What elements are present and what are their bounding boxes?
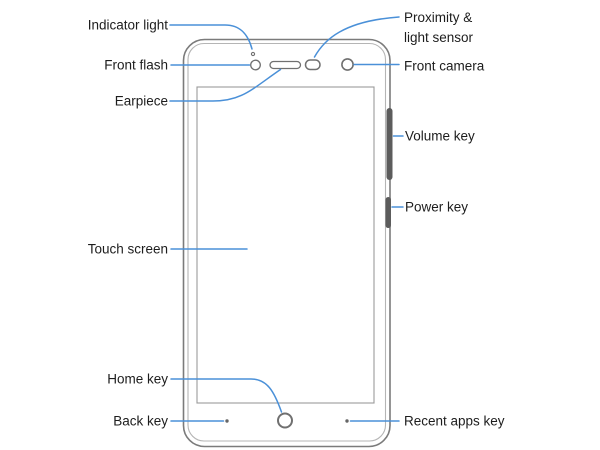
label-front-flash: Front flash <box>104 57 168 73</box>
home-key-icon <box>277 412 293 429</box>
label-recent-apps-key: Recent apps key <box>404 412 505 428</box>
volume-key-shape <box>386 108 393 180</box>
proximity-light-sensor-icon <box>304 59 321 71</box>
label-home-key: Home key <box>107 371 168 387</box>
leader-home-key <box>170 378 283 413</box>
leader-indicator-light <box>169 24 253 50</box>
front-camera-icon <box>341 58 354 71</box>
label-front-camera: Front camera <box>404 57 485 73</box>
label-power-key: Power key <box>405 199 469 215</box>
front-flash-icon <box>250 59 261 71</box>
label-proximity-line2: light sensor <box>404 29 474 45</box>
label-volume-key: Volume key <box>405 127 475 143</box>
label-proximity-light-sensor: Proximity & light sensor <box>404 8 473 47</box>
label-indicator-light: Indicator light <box>87 17 168 33</box>
power-key-shape <box>385 197 391 228</box>
recent-apps-key-icon <box>345 419 349 423</box>
label-touch-screen: Touch screen <box>87 241 168 257</box>
label-proximity-line1: Proximity & <box>404 10 473 25</box>
label-earpiece: Earpiece <box>114 93 168 109</box>
leader-earpiece <box>169 68 282 102</box>
indicator-light-icon <box>250 51 256 57</box>
earpiece-icon <box>269 60 302 70</box>
phone-bezel-outline <box>187 42 387 442</box>
leader-proximity-sensor <box>313 16 400 58</box>
back-key-icon <box>225 419 229 423</box>
touch-screen-area <box>196 86 375 404</box>
label-back-key: Back key <box>113 413 168 429</box>
